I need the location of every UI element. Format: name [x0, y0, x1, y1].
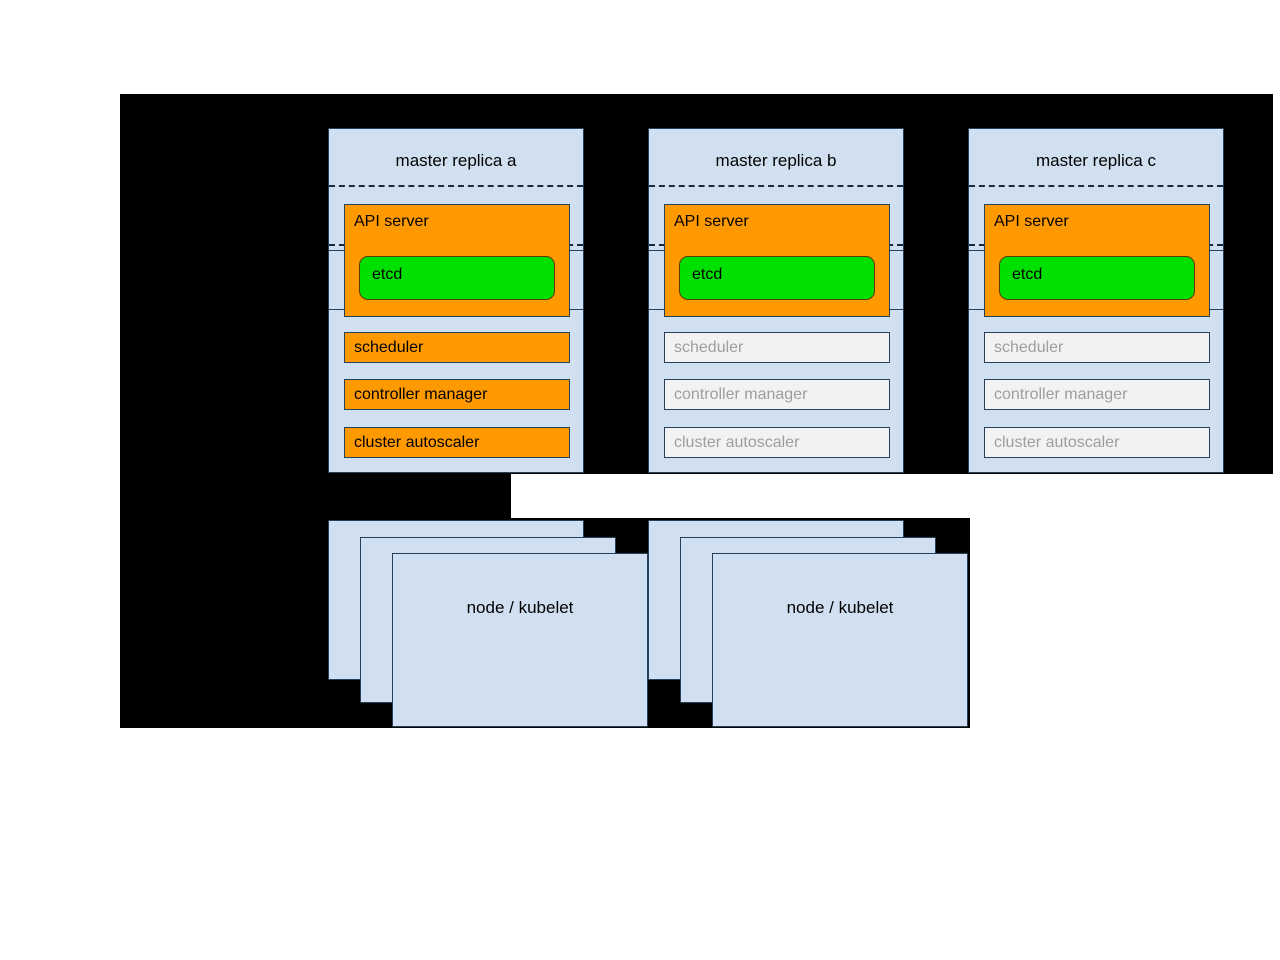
replica-c-component-cluster-autoscaler[interactable]: cluster autoscaler [984, 427, 1210, 458]
node-group-1-label: node / kubelet [466, 598, 574, 617]
master-replica-c[interactable]: master replica c API server etcd schedul… [968, 128, 1224, 473]
replica-a-api-server-block[interactable]: API server etcd [344, 204, 570, 317]
replica-b-etcd-label: etcd [692, 266, 723, 283]
replica-b-component-controller-manager[interactable]: controller manager [664, 379, 890, 410]
replica-a-divider-top [329, 185, 583, 187]
node-group-1-card-front[interactable]: node / kubelet [392, 553, 648, 727]
node-group-2-label: node / kubelet [786, 598, 894, 617]
replica-c-etcd-box[interactable]: etcd [999, 256, 1195, 300]
replica-a-component-controller-manager[interactable]: controller manager [344, 379, 570, 410]
master-replica-a[interactable]: master replica a API server etcd schedul… [328, 128, 584, 473]
replica-b-title: master replica b [715, 151, 837, 170]
replica-a-title: master replica a [395, 151, 517, 170]
replica-a-api-server-label: API server [354, 213, 429, 230]
replica-c-api-server-block[interactable]: API server etcd [984, 204, 1210, 317]
replica-b-api-server-label: API server [674, 213, 749, 230]
replica-c-component-scheduler[interactable]: scheduler [984, 332, 1210, 363]
node-group-2-card-front[interactable]: node / kubelet [712, 553, 968, 727]
backdrop-left-gap [120, 474, 511, 519]
replica-c-api-server-label: API server [994, 213, 1069, 230]
replica-a-component-scheduler[interactable]: scheduler [344, 332, 570, 363]
replica-c-divider-top [969, 185, 1223, 187]
master-replica-b[interactable]: master replica b API server etcd schedul… [648, 128, 904, 473]
replica-c-component-controller-manager[interactable]: controller manager [984, 379, 1210, 410]
replica-b-component-cluster-autoscaler[interactable]: cluster autoscaler [664, 427, 890, 458]
replica-a-etcd-label: etcd [372, 266, 403, 283]
replica-b-etcd-box[interactable]: etcd [679, 256, 875, 300]
replica-b-api-server-block[interactable]: API server etcd [664, 204, 890, 317]
replica-c-etcd-label: etcd [1012, 266, 1043, 283]
replica-b-component-scheduler[interactable]: scheduler [664, 332, 890, 363]
replica-a-component-cluster-autoscaler[interactable]: cluster autoscaler [344, 427, 570, 458]
replica-c-title: master replica c [1036, 151, 1156, 170]
replica-b-divider-top [649, 185, 903, 187]
replica-a-etcd-box[interactable]: etcd [359, 256, 555, 300]
